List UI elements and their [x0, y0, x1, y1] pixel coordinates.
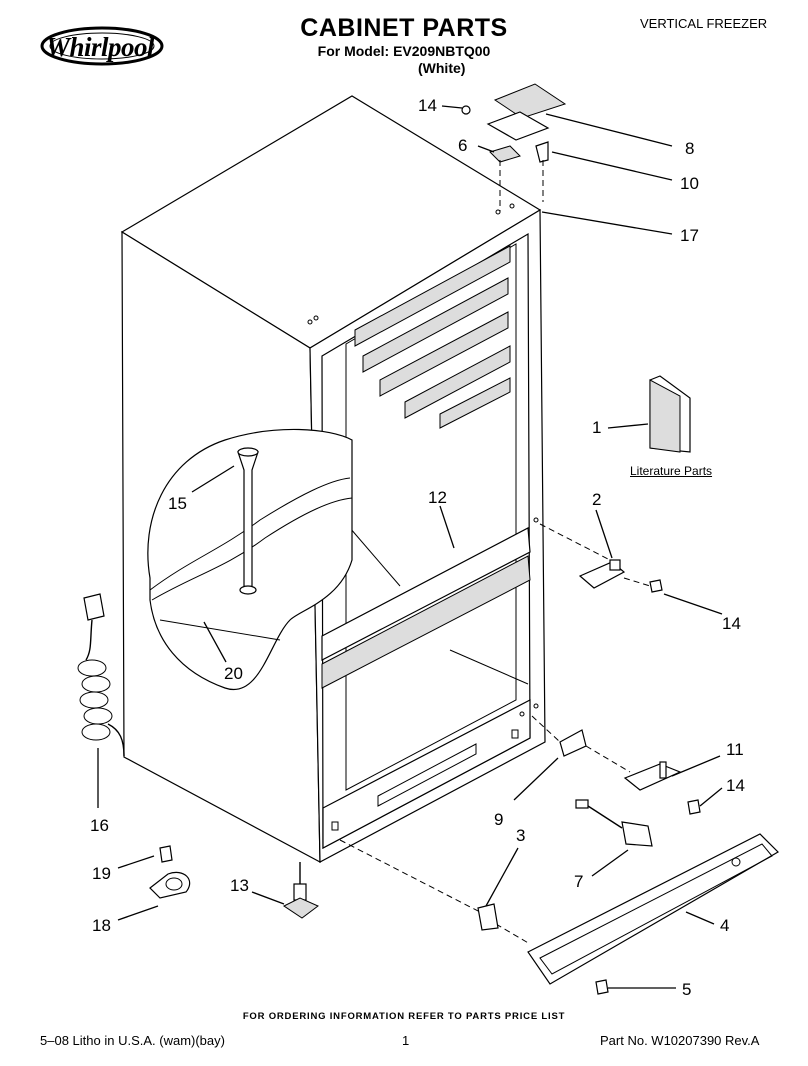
product-category: VERTICAL FREEZER: [640, 16, 768, 31]
callout-10: 10: [680, 174, 699, 193]
power-cord-16: [77, 593, 125, 757]
logo-swoosh-icon: [40, 26, 164, 66]
literature-parts-label: Literature Parts: [630, 464, 713, 478]
callout-17: 17: [680, 226, 699, 245]
callout-14-top: 14: [418, 96, 437, 115]
callout-8: 8: [685, 139, 695, 158]
callout-6: 6: [458, 136, 468, 155]
cutaway-interior: [147, 428, 353, 691]
ordering-note: FOR ORDERING INFORMATION REFER TO PARTS …: [242, 1011, 566, 1022]
screw-5: [595, 979, 609, 995]
callout-13: 13: [230, 876, 249, 895]
callout-2: 2: [592, 490, 602, 509]
callout-4: 4: [720, 916, 730, 935]
literature-booklet: [649, 375, 691, 453]
callout-9: 9: [494, 810, 504, 829]
callout-11: 11: [726, 740, 744, 759]
callout-18: 18: [92, 916, 111, 935]
part-number: Part No. W10207390 Rev.A: [600, 1033, 760, 1048]
color-line: (White): [418, 60, 466, 76]
callout-12: 12: [428, 488, 447, 507]
callout-16: 16: [90, 816, 109, 835]
clip-3: [477, 903, 499, 931]
callout-3: 3: [516, 826, 526, 845]
callout-14-lower: 14: [726, 776, 745, 795]
footer-print-info: 5–08 Litho in U.S.A. (wam)(bay): [40, 1033, 225, 1048]
callout-5: 5: [682, 980, 692, 999]
kick-plate-4: [339, 833, 779, 985]
hinge-bracket-2: [539, 523, 663, 593]
callout-7: 7: [574, 872, 584, 891]
callout-14-right: 14: [722, 614, 741, 633]
model-line: For Model: EV209NBTQ00: [317, 43, 491, 59]
whirlpool-logo: Whirlpool: [40, 22, 170, 74]
leader-arrows: [97, 105, 723, 989]
leveling-leg-13: [283, 862, 319, 919]
clamp-18-screw-19: [149, 845, 191, 899]
page-title: CABINET PARTS: [300, 14, 508, 42]
page-number: 1: [402, 1033, 410, 1048]
callout-1: 1: [592, 418, 602, 437]
hinge-bracket-9-11: [531, 715, 701, 815]
switch-part-7: [575, 799, 653, 847]
callout-19: 19: [92, 864, 111, 883]
callout-15: 15: [168, 494, 187, 513]
callout-20: 20: [224, 664, 243, 683]
cabinet-shell: [120, 95, 546, 864]
brand-name: Whirlpool: [46, 32, 155, 62]
top-hinge-assembly: [461, 83, 567, 212]
